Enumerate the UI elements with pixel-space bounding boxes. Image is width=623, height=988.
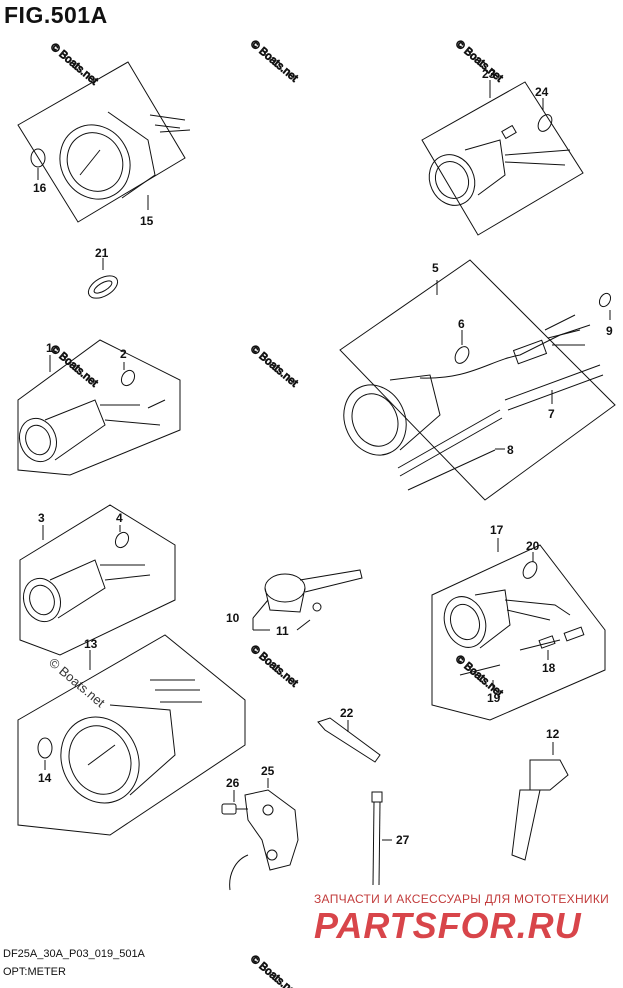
callout-20: 20: [526, 539, 540, 553]
group-23: [421, 80, 584, 236]
bulb-16: [30, 148, 46, 168]
callout-1: 1: [46, 341, 53, 355]
ad-tagline: ЗАПЧАСТИ И АКСЕССУАРЫ ДЛЯ МОТОТЕХНИКИ: [314, 892, 610, 906]
group-15: [17, 61, 191, 223]
part-25: [221, 778, 299, 891]
figure-title: FIG.501A: [4, 2, 108, 28]
callout-5: 5: [432, 261, 439, 275]
callout-21: 21: [95, 246, 109, 260]
watermark-main: © Boats.net: [46, 655, 108, 711]
figure-code: DF25A_30A_P03_019_501A: [3, 948, 145, 960]
callout-27: 27: [396, 833, 410, 847]
part-12: [511, 742, 569, 861]
callout-19: 19: [487, 691, 501, 705]
ad-logo-text: PARTSFOR.RU: [314, 906, 582, 946]
part-27: [371, 791, 392, 886]
group-3: [19, 504, 176, 656]
part-21: [87, 258, 119, 299]
callout-26: 26: [226, 776, 240, 790]
watermark: © Boats.net: [248, 38, 300, 84]
leaders: [37, 168, 149, 210]
watermark: © Boats.net: [453, 38, 505, 84]
callout-16: 16: [33, 181, 47, 195]
callout-13: 13: [84, 637, 98, 651]
callout-23: 23: [482, 67, 496, 81]
callout-24: 24: [535, 85, 549, 99]
callout-11: 11: [276, 624, 289, 638]
callout-22: 22: [340, 706, 354, 720]
callout-9: 9: [606, 324, 613, 338]
gauge-15-face: [59, 124, 131, 200]
callout-14: 14: [38, 771, 52, 785]
bulb-14: [37, 737, 53, 759]
group-10: [252, 569, 363, 631]
watermarks: © Boats.net © Boats.net © Boats.net © Bo…: [46, 38, 505, 988]
callout-8: 8: [507, 443, 514, 457]
watermark: © Boats.net: [248, 953, 300, 988]
watermark: © Boats.net: [48, 41, 100, 87]
callout-10: 10: [226, 611, 240, 625]
callout-2: 2: [120, 347, 127, 361]
callout-labels: 16 15 21 23 24 5 6 9 7 8 1 2 3 4 10 11 1…: [33, 67, 613, 847]
callout-17: 17: [490, 523, 504, 537]
part-22: [317, 717, 381, 763]
watermark: © Boats.net: [248, 343, 300, 389]
callout-7: 7: [548, 407, 555, 421]
watermark: © Boats.net: [248, 643, 300, 689]
callout-12: 12: [546, 727, 560, 741]
watermark: © Boats.net: [48, 343, 100, 389]
callout-4: 4: [116, 511, 123, 525]
group-13: [17, 634, 246, 836]
group-1: [17, 339, 181, 476]
callout-25: 25: [261, 764, 275, 778]
ad-logo: PARTSFOR.RU: [314, 906, 582, 946]
group-17: [431, 538, 606, 721]
figure-subtitle: OPT:METER: [3, 966, 66, 978]
callout-18: 18: [542, 661, 556, 675]
callout-3: 3: [38, 511, 45, 525]
group-5: [339, 259, 616, 501]
callout-15: 15: [140, 214, 154, 228]
callout-6: 6: [458, 317, 465, 331]
